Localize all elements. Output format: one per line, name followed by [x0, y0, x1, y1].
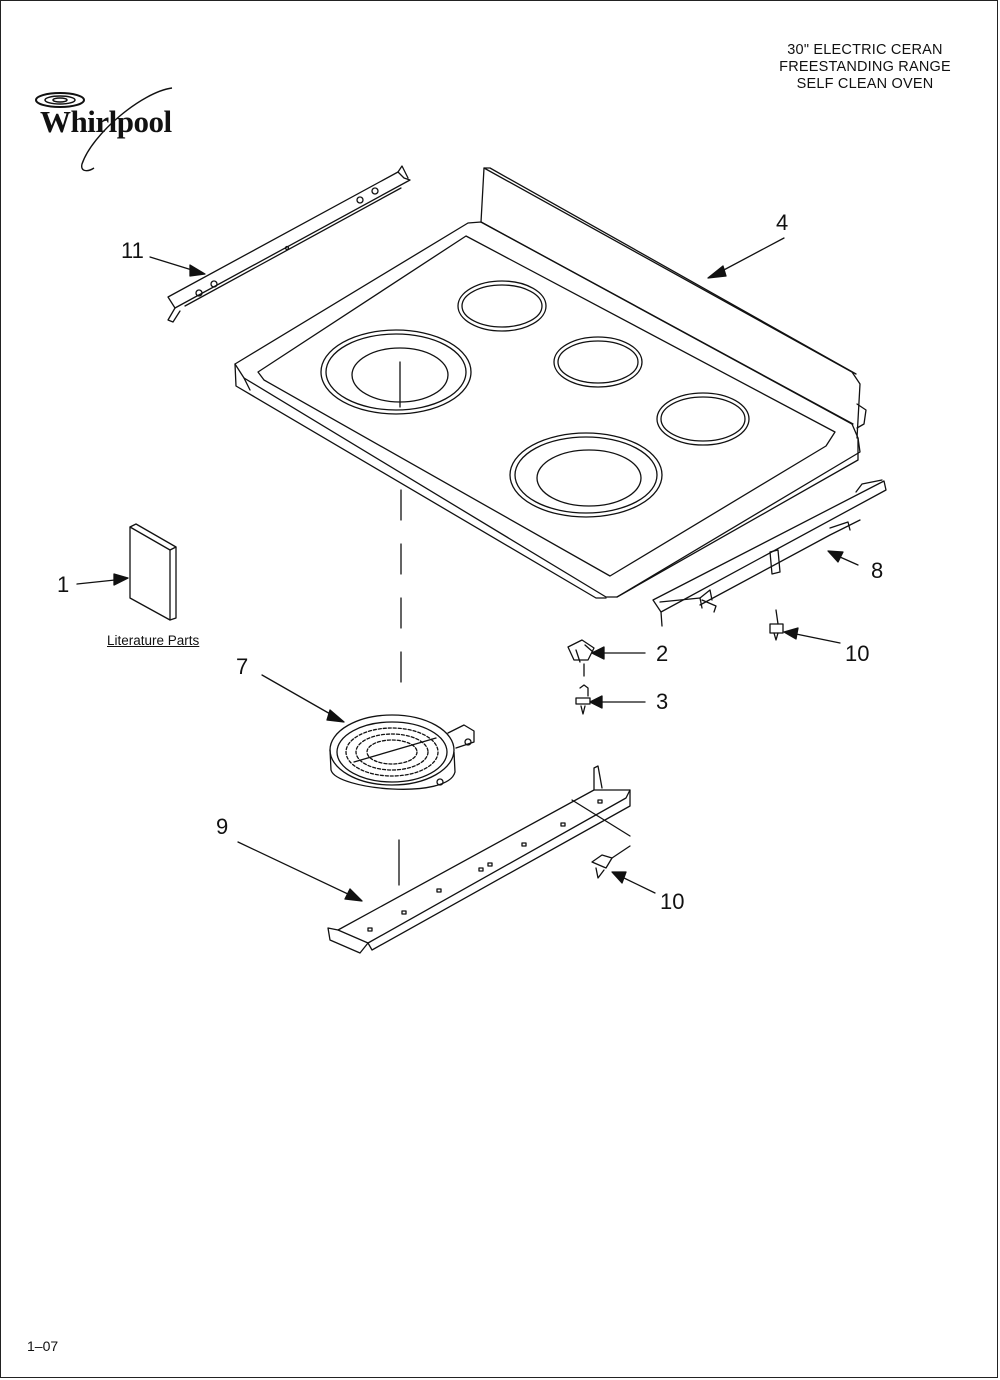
part-9-front-bracket: [327, 765, 631, 954]
part-4-cooktop: [234, 167, 867, 599]
leader-arrows: [76, 237, 859, 902]
part-3-screw: [575, 684, 591, 715]
callout-9: 9: [216, 814, 229, 839]
title-block: 30" ELECTRIC CERAN FREESTANDING RANGE SE…: [740, 42, 990, 93]
title-line-1: 30" ELECTRIC CERAN: [787, 42, 943, 58]
callout-11: 11: [121, 238, 144, 263]
literature-parts-caption: Literature Parts: [107, 633, 200, 648]
brand-name: Whirlpool: [40, 104, 172, 139]
part-10-screw-lower: [591, 845, 631, 879]
part-2-clip: [567, 639, 595, 677]
callout-7: 7: [236, 654, 249, 679]
callout-3: 3: [656, 689, 669, 714]
callout-1: 1: [57, 572, 70, 597]
part-1-literature-booklet: [129, 523, 177, 621]
part-11-rear-bracket: [167, 165, 411, 323]
callout-2: 2: [656, 641, 669, 666]
part-10-screw-upper: [769, 609, 784, 641]
callout-10-upper: 10: [845, 641, 870, 666]
whirlpool-logo: Whirlpool: [22, 84, 212, 176]
title-line-3: SELF CLEAN OVEN: [796, 76, 934, 92]
part-8-side-bracket: [652, 479, 887, 627]
part-7-radiant-element: [329, 714, 475, 790]
callout-10-lower: 10: [660, 889, 685, 914]
page-number: 1–07: [27, 1338, 59, 1354]
callout-8: 8: [871, 558, 884, 583]
logo-swirl-icon: [35, 87, 173, 172]
title-line-2: FREESTANDING RANGE: [779, 59, 951, 75]
callout-4: 4: [776, 210, 789, 235]
